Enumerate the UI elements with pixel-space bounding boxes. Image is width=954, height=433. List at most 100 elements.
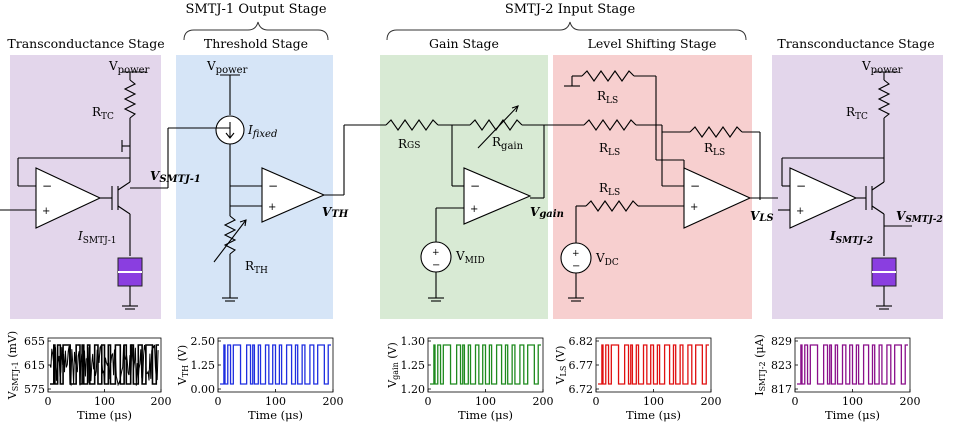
y-tick-label: 1.25	[401, 359, 426, 372]
x-axis-label: Time (μs)	[626, 408, 681, 422]
resistor-rls-2	[583, 119, 637, 131]
y-axis-label: VSMTJ-1 (mV)	[6, 331, 20, 400]
x-tick-label: 0	[215, 395, 222, 408]
label-vsmtj1: VSMTJ-1	[150, 169, 201, 185]
y-tick-label: 6.77	[569, 359, 594, 372]
waveform-noise	[49, 344, 159, 387]
x-tick-label: 200	[701, 395, 722, 408]
opamp-gain	[463, 167, 532, 225]
x-axis-label: Time (μs)	[248, 408, 303, 422]
x-tick-label: 100	[643, 395, 664, 408]
opamp-2	[789, 167, 858, 229]
label-rtc-1: RTC	[92, 105, 114, 122]
vdc-plus: +	[572, 249, 580, 259]
label-vmid: VMID	[455, 249, 485, 266]
y-tick-label: 1.25	[191, 359, 216, 372]
label-vpower-2: Vpower	[861, 59, 903, 76]
label-rls-3: RLS	[599, 181, 620, 198]
opamp-level-shift	[683, 167, 752, 229]
resistor-rls-3	[585, 200, 639, 212]
x-tick-label: 100	[842, 395, 863, 408]
label-rgs: RGS	[398, 137, 420, 151]
vmid-plus: +	[432, 248, 440, 258]
opamp-gain-minus: −	[470, 179, 480, 193]
label-vdc: VDC	[595, 251, 619, 268]
label-vgain: Vgain	[530, 205, 564, 220]
label-rgain: Rgain	[492, 135, 524, 152]
x-axis-label: Time (μs)	[825, 408, 880, 422]
opamp-1	[35, 167, 102, 229]
resistor-rls-1	[581, 70, 635, 82]
resistor-rth	[223, 215, 237, 255]
label-vls: VLS	[750, 209, 774, 224]
opamp-threshold-plus: +	[268, 202, 276, 213]
waveform-trace	[430, 344, 541, 385]
waveform-trace	[797, 344, 908, 385]
y-tick-label: 6.72	[569, 383, 594, 396]
resistor-rgs	[385, 119, 439, 131]
x-tick-label: 100	[475, 395, 496, 408]
resistor-rtc-2	[877, 79, 891, 119]
x-tick-label: 200	[151, 395, 172, 408]
stage-title-threshold: Threshold Stage	[204, 36, 308, 51]
opamp-threshold-minus: −	[268, 179, 278, 193]
y-tick-label: 6.82	[569, 335, 594, 348]
y-tick-label: 817	[771, 383, 792, 396]
label-rls-feedback: RLS	[704, 141, 725, 158]
x-axis-label: Time (μs)	[458, 408, 513, 422]
vdc-minus: −	[572, 261, 580, 272]
y-axis-label: VLS (V)	[554, 346, 568, 386]
label-rls-1: RLS	[597, 89, 618, 106]
label-vpower-1: Vpower	[108, 59, 150, 76]
label-rls-2: RLS	[599, 141, 620, 158]
x-tick-label: 0	[593, 395, 600, 408]
y-tick-label: 615	[24, 359, 45, 372]
x-tick-label: 200	[533, 395, 554, 408]
y-tick-label: 0.00	[191, 383, 216, 396]
y-tick-label: 1.30	[401, 335, 426, 348]
opamp-2-minus: −	[796, 179, 806, 193]
x-tick-label: 100	[94, 395, 115, 408]
group-title-smtj2-input: SMTJ-2 Input Stage	[505, 2, 636, 17]
y-tick-label: 2.50	[191, 335, 216, 348]
opamp-threshold	[261, 167, 326, 223]
x-axis-label: Time (μs)	[77, 408, 132, 422]
panel-threshold	[176, 55, 333, 319]
label-ifixed: Ifixed	[247, 123, 277, 140]
opamp-1-minus: −	[42, 179, 52, 193]
label-rtc-2: RTC	[846, 105, 868, 122]
resistor-rtc-1	[123, 79, 137, 119]
x-tick-label: 100	[265, 395, 286, 408]
brace-smtj1-output	[183, 21, 329, 41]
label-ismtj2: ISMTJ-2	[829, 229, 873, 246]
label-rth: RTH	[245, 259, 268, 276]
brace-smtj2-input	[386, 21, 747, 41]
stage-title-transconductance-1: Transconductance Stage	[7, 36, 164, 51]
label-ismtj1: ISMTJ-1	[77, 229, 117, 246]
label-vsmtj2: VSMTJ-2	[896, 209, 943, 225]
x-tick-label: 0	[792, 395, 799, 408]
x-tick-label: 200	[900, 395, 921, 408]
y-axis-label: Vgain (V)	[386, 342, 400, 389]
resistor-rgain	[469, 119, 523, 131]
opamp-level-plus: +	[690, 202, 698, 213]
y-axis-label: VTH (V)	[176, 345, 190, 386]
opamp-2-plus: +	[796, 206, 804, 217]
waveform-trace	[598, 344, 709, 385]
stage-title-level-shifting: Level Shifting Stage	[588, 36, 717, 51]
y-tick-label: 829	[771, 335, 792, 348]
waveform-trace	[220, 344, 331, 385]
label-vth: VTH	[322, 205, 349, 220]
group-title-smtj1-output: SMTJ-1 Output Stage	[185, 2, 326, 17]
x-tick-label: 0	[425, 395, 432, 408]
opamp-1-plus: +	[42, 206, 50, 217]
y-tick-label: 1.20	[401, 383, 426, 396]
stage-title-transconductance-2: Transconductance Stage	[777, 36, 934, 51]
x-tick-label: 0	[45, 395, 52, 408]
stage-title-gain: Gain Stage	[429, 36, 499, 51]
y-tick-label: 655	[24, 335, 45, 348]
opamp-level-minus: −	[690, 179, 700, 193]
y-axis-label: ISMTJ-2 (μA)	[753, 334, 767, 396]
y-tick-label: 575	[24, 383, 45, 396]
